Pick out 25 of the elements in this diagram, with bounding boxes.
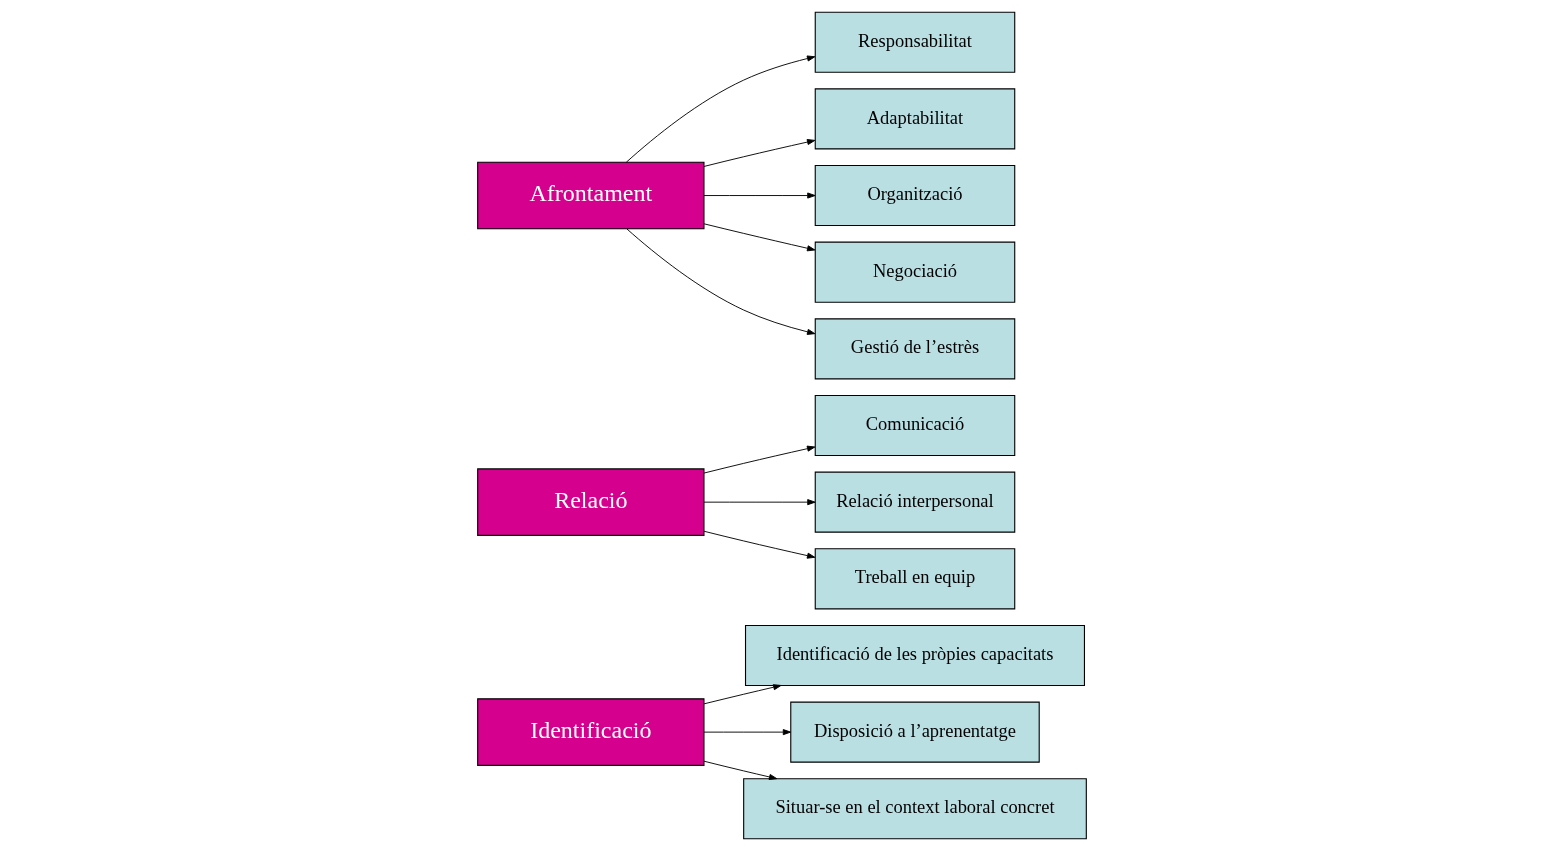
- node-box: Afrontament: [477, 161, 705, 230]
- node-box: Relació: [477, 468, 705, 536]
- node-box: Situar-se en el context laboral concret: [743, 778, 1087, 840]
- arrow: [703, 729, 792, 736]
- arrow: [703, 223, 816, 252]
- node-box: Relació interpersonal: [814, 471, 1016, 533]
- node-box: Adaptabilitat: [814, 88, 1016, 150]
- arrow: [625, 55, 816, 163]
- arrow: [703, 192, 816, 199]
- node-box: Gestió de l’estrès: [814, 318, 1016, 380]
- arrow: [703, 684, 782, 705]
- arrow: [703, 139, 816, 167]
- arrow: [703, 530, 816, 559]
- node-box: Identificació de les pròpies capacitats: [744, 624, 1085, 687]
- arrow: [703, 499, 816, 506]
- arrow: [703, 445, 816, 474]
- node-box: Responsabilitat: [814, 11, 1016, 73]
- node-box: Negociació: [814, 241, 1016, 303]
- node-box: Comunicació: [814, 394, 1016, 457]
- node-box: Disposició a l’aprenentatge: [790, 701, 1040, 763]
- node-box: Organització: [814, 164, 1016, 227]
- node-box: Identificació: [477, 698, 705, 766]
- arrow: [626, 228, 816, 335]
- arrow: [703, 760, 778, 780]
- node-box: Treball en equip: [814, 548, 1016, 610]
